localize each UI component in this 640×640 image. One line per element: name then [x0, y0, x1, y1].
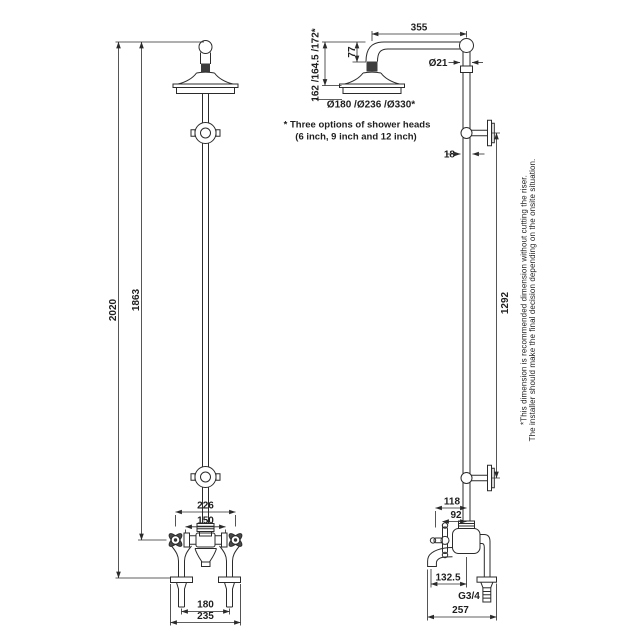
arm-elbow-front	[198, 40, 213, 54]
shower-arm-side	[365, 41, 461, 62]
bath-spout	[427, 547, 453, 567]
dim-inlet-spacing: 150	[197, 515, 214, 526]
dim-spout-reach: 132.5	[435, 573, 460, 584]
dim-head-diameter-options: Ø180 /Ø236 /Ø330*	[327, 100, 416, 111]
note-riser-line2: The installer should make the final deci…	[528, 159, 537, 442]
valve-legs-front	[170, 545, 241, 608]
cross-handle-right	[226, 531, 245, 549]
front-view-dimensions: 2020 1863 226 150 180 235	[108, 41, 241, 626]
note-riser-line1: *This dimension is recommended dimension…	[520, 175, 529, 425]
side-view-dimensions: 355 77 162 /164.5 /172* Ø180 /Ø236 /Ø330…	[284, 23, 537, 621]
side-view	[339, 38, 497, 603]
dim-bracket-gap: 18	[444, 150, 456, 161]
dim-overall-depth: 257	[452, 605, 469, 616]
dim-handle-spacing: 226	[197, 501, 214, 512]
dim-body-to-riser: 92	[450, 510, 462, 521]
shower-head-side	[339, 71, 405, 94]
shower-head-front	[172, 71, 239, 94]
front-view	[166, 40, 245, 608]
label-outlet-thread: G3/4	[458, 591, 480, 602]
cross-handle-left	[166, 531, 185, 549]
head-connector-nut-side	[366, 61, 378, 72]
head-connector-nut	[201, 63, 210, 73]
dim-overall-height: 2020	[108, 298, 119, 321]
dim-base-width: 235	[197, 611, 214, 622]
note-shower-heads-line2: (6 inch, 9 inch and 12 inch)	[295, 132, 416, 143]
dim-pipe-diameter: Ø21	[429, 58, 448, 69]
dim-arm-to-head: 77	[347, 46, 358, 58]
wall-bracket-lower-front	[190, 466, 221, 488]
wall-bracket-lower-side	[460, 464, 495, 492]
riser-pipe-side	[462, 52, 471, 521]
riser-coupling	[460, 65, 473, 73]
rear-supply-pipe	[480, 534, 491, 577]
dim-head-drop-options: 162 /164.5 /172*	[311, 28, 322, 102]
valve-front	[166, 523, 245, 567]
dim-handle-to-riser: 118	[444, 497, 461, 508]
valve-side	[427, 520, 497, 603]
dim-riser-length: 1292	[500, 291, 511, 314]
note-shower-heads-line1: * Three options of shower heads	[284, 120, 431, 131]
cross-handle-side	[440, 535, 450, 545]
arm-elbow-ball	[459, 38, 474, 53]
wall-bracket-upper-side	[460, 119, 495, 147]
dim-arm-reach: 355	[411, 23, 428, 34]
dim-height-to-valve: 1863	[131, 288, 142, 311]
wall-bracket-upper-front	[190, 122, 221, 144]
dim-leg-spacing: 180	[197, 600, 214, 611]
floor-flange	[476, 576, 497, 583]
riser-pipe-front	[202, 93, 209, 524]
